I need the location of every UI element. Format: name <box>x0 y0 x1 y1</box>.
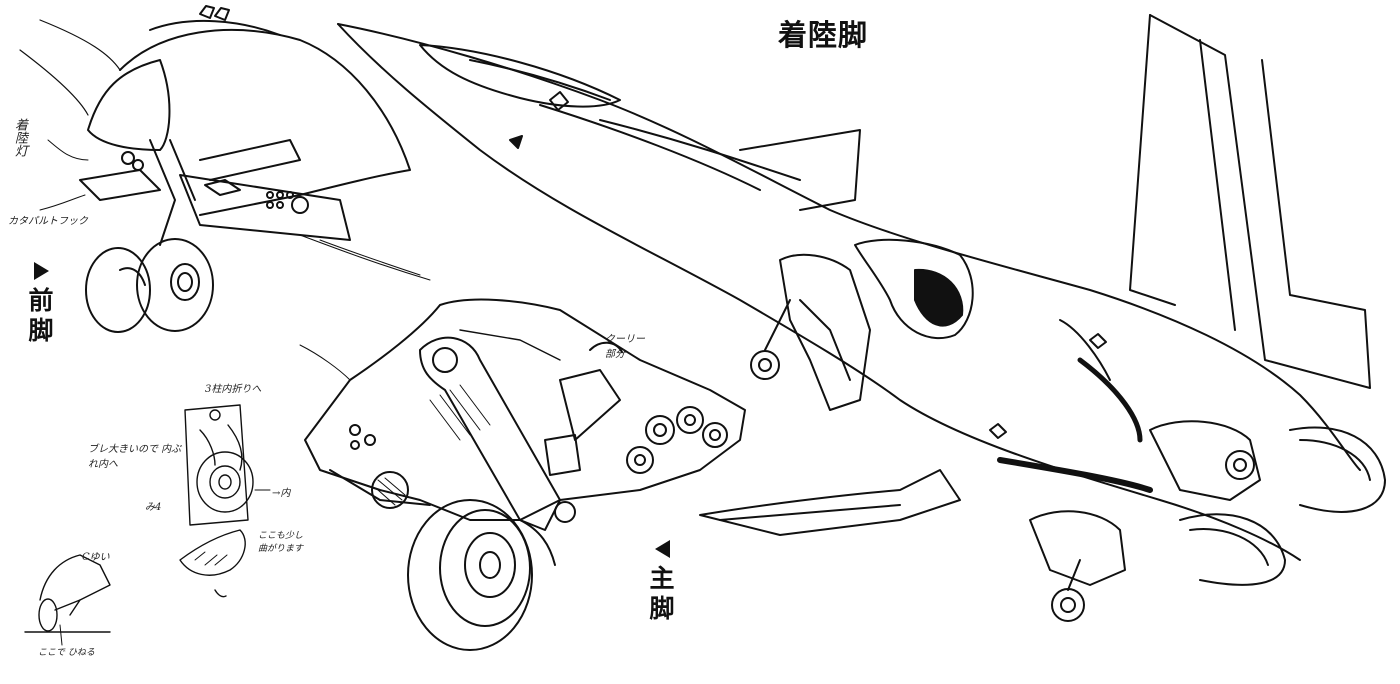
annotation-note-bottom: ここで ひねる <box>38 648 95 658</box>
annotation-note-top: 3柱内折りへ <box>205 384 262 395</box>
main-gear-label: 主 脚 <box>645 540 679 624</box>
front-gear-drawing <box>19 5 431 333</box>
annotation-catapult-hook: カタパルトフック <box>8 216 88 227</box>
page-title: 着陸脚 <box>778 18 869 52</box>
front-gear-label: 前 脚 <box>24 262 58 346</box>
main-gear-drawing <box>299 298 746 651</box>
annotation-note-bottom2: Cゆい <box>82 552 110 563</box>
main-gear-label-char-2: 脚 <box>649 594 675 623</box>
front-gear-label-char-1: 前 <box>28 286 54 315</box>
front-gear-label-char-2: 脚 <box>28 316 54 345</box>
annotation-cooler: クーリー部分 <box>605 334 645 360</box>
aircraft-drawing <box>337 14 1386 622</box>
annotation-note-fold: ここも少し 曲がります <box>258 531 304 554</box>
right-triangle-icon <box>33 262 49 280</box>
annotation-note-right: →内 <box>272 488 291 499</box>
detail-sketches <box>24 404 271 646</box>
annotation-note-mark: み4 <box>145 502 162 513</box>
left-triangle-icon <box>654 540 670 558</box>
annotation-note-left: ブレ大きいので 内ぶれ内へ <box>88 444 182 470</box>
main-gear-label-char-1: 主 <box>649 564 675 593</box>
annotation-landing-light: 着陸灯 <box>12 118 27 157</box>
